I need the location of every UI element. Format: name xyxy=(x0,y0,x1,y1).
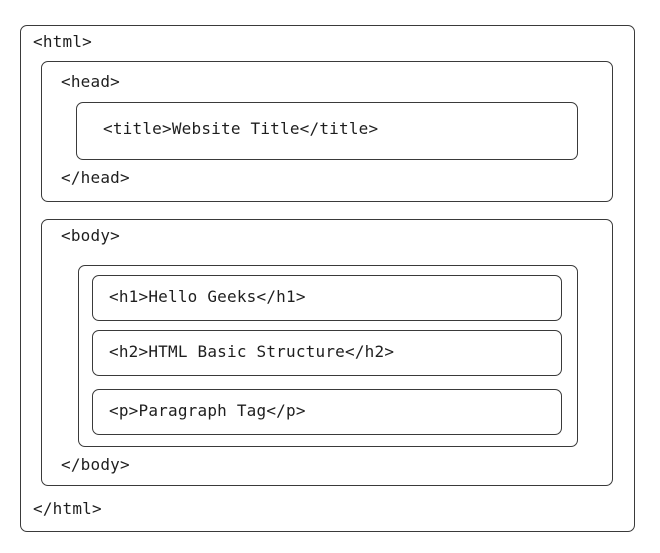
h1-element: <h1>Hello Geeks</h1> xyxy=(109,287,306,306)
body-element-box xyxy=(41,219,613,486)
title-element-box xyxy=(76,102,578,160)
html-close-tag: </html> xyxy=(33,499,102,518)
html-open-tag: <html> xyxy=(33,32,92,51)
h1-element-box xyxy=(92,275,562,321)
head-open-tag: <head> xyxy=(61,72,120,91)
h2-element-box xyxy=(92,330,562,376)
title-element: <title>Website Title</title> xyxy=(103,119,379,138)
html-element-box xyxy=(20,25,635,532)
head-element-box xyxy=(41,61,613,202)
h2-element: <h2>HTML Basic Structure</h2> xyxy=(109,342,395,361)
body-content-box xyxy=(78,265,578,447)
p-element-box xyxy=(92,389,562,435)
head-close-tag: </head> xyxy=(61,168,130,187)
body-close-tag: </body> xyxy=(61,455,130,474)
p-element: <p>Paragraph Tag</p> xyxy=(109,401,306,420)
body-open-tag: <body> xyxy=(61,226,120,245)
